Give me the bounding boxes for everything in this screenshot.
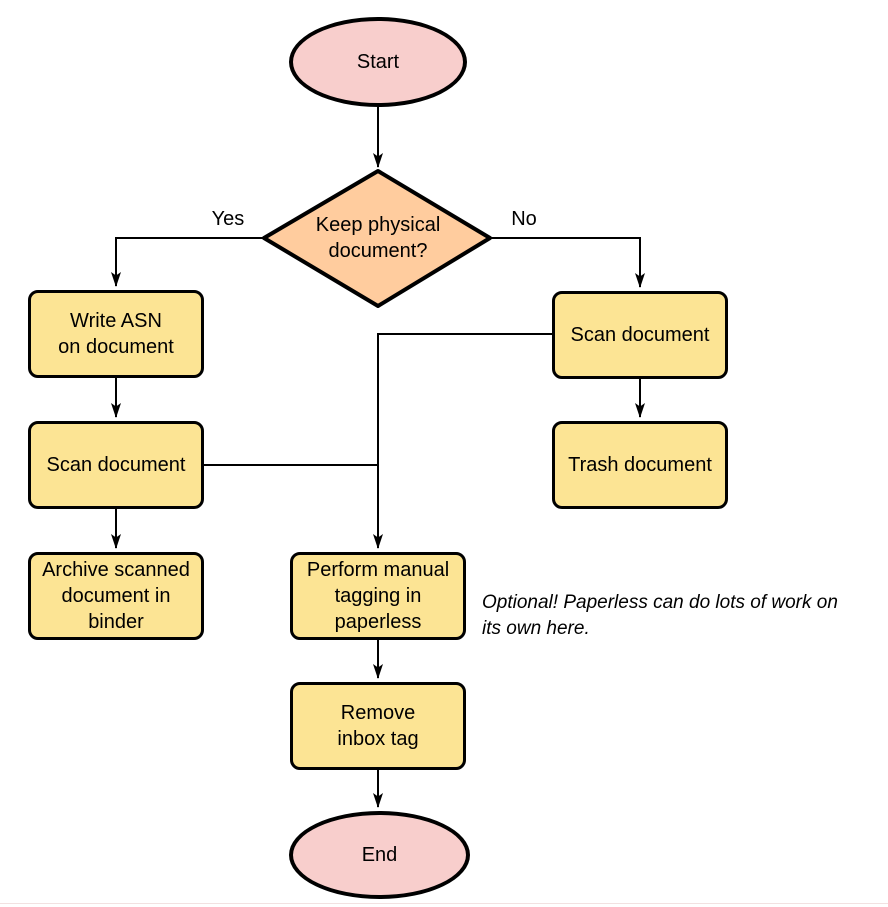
- node-remove-inbox-tag: Remove inbox tag: [290, 682, 466, 770]
- edge-scan-right-to-tagging: [373, 333, 552, 549]
- node-write-asn-on-document: Write ASN on document: [28, 290, 204, 378]
- node-trash-document: Trash document: [552, 421, 728, 509]
- node-end: End: [289, 811, 470, 899]
- edge-decision-no-to-scan-right: [490, 237, 645, 288]
- decision-diamond-shape: [262, 169, 492, 308]
- node-decision-label: Keep physical document?: [315, 214, 441, 262]
- node-scan-document-left: Scan document: [28, 421, 204, 509]
- node-archive-scanned-document: Archive scanned document in binder: [28, 552, 204, 640]
- page-bottom-border: [0, 903, 888, 904]
- node-perform-manual-tagging: Perform manual tagging in paperless: [290, 552, 466, 640]
- edge-label-no: No: [511, 208, 537, 230]
- edge-label-yes: Yes: [211, 208, 245, 230]
- node-scan-document-right: Scan document: [552, 291, 728, 379]
- node-start: Start: [289, 17, 467, 107]
- edge-decision-yes-to-write-asn: [111, 237, 264, 287]
- optional-note: Optional! Paperless can do lots of work …: [482, 592, 838, 639]
